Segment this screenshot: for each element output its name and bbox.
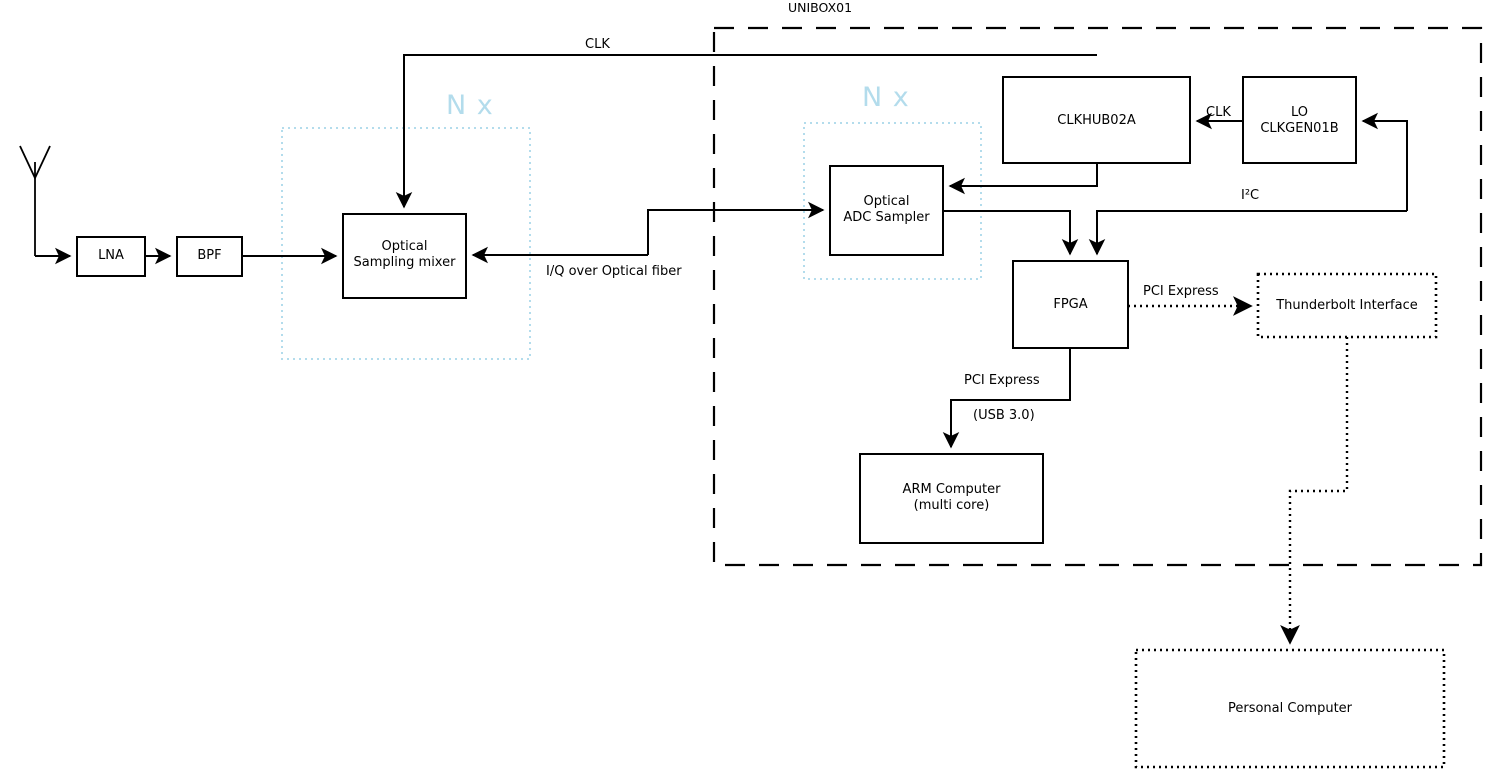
edge-i2c-fpga bbox=[1088, 210, 1407, 256]
edge-label-usb3: (USB 3.0) bbox=[973, 408, 1035, 423]
unibox-container-label: UNIBOX01 bbox=[788, 0, 853, 15]
node-box-optical-adc-sampler[interactable] bbox=[829, 165, 944, 256]
edge-label-pci-express-arm: PCI Express bbox=[964, 373, 1040, 388]
edge-label-clk-lo: CLK bbox=[1206, 105, 1231, 120]
edge-adc-fpga bbox=[943, 210, 1079, 256]
node-box-personal-computer[interactable] bbox=[1134, 648, 1446, 769]
edge-fpga-arm bbox=[942, 348, 1071, 449]
group-box-adc bbox=[803, 122, 982, 280]
node-box-clkhub[interactable] bbox=[1002, 76, 1191, 164]
node-box-fpga[interactable] bbox=[1012, 260, 1129, 349]
edge-label-iq-fiber: I/Q over Optical fiber bbox=[546, 264, 682, 279]
edge-clkhub-adc bbox=[948, 163, 1098, 195]
edge-label-clk-main: CLK bbox=[585, 37, 610, 52]
node-box-bpf[interactable] bbox=[176, 236, 243, 277]
group-label-adc: N x bbox=[862, 82, 910, 113]
node-box-optical-sampling-mixer[interactable] bbox=[342, 213, 467, 299]
edge-thunderbolt-pc bbox=[1280, 337, 1349, 645]
node-box-lo-clkgen[interactable] bbox=[1242, 76, 1357, 164]
unibox-container bbox=[712, 26, 1483, 567]
edge-clk-mixer bbox=[395, 54, 1097, 209]
edge-i2c-lo bbox=[1361, 112, 1408, 211]
node-box-arm-computer[interactable] bbox=[859, 453, 1044, 544]
antenna-icon bbox=[19, 145, 51, 256]
node-box-lna[interactable] bbox=[76, 236, 146, 277]
group-label-mixer: N x bbox=[446, 90, 494, 121]
edge-iq-fiber-riser bbox=[647, 201, 825, 255]
edge-label-i2c: I²C bbox=[1241, 188, 1260, 203]
edge-label-pci-express-thunderbolt: PCI Express bbox=[1143, 284, 1219, 299]
node-box-thunderbolt-interface[interactable] bbox=[1256, 272, 1438, 339]
